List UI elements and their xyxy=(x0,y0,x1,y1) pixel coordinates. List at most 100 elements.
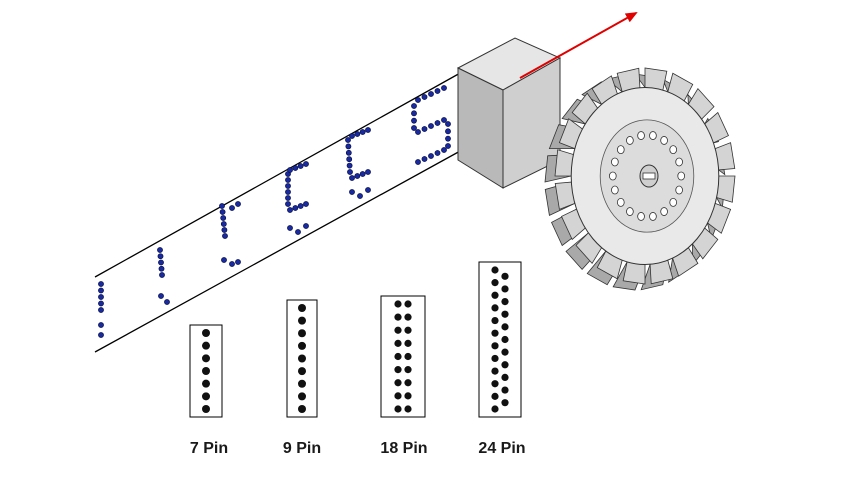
printed-dot xyxy=(219,203,225,209)
printed-dot xyxy=(421,94,428,100)
pin-dot xyxy=(202,341,210,350)
pin-dot xyxy=(298,316,306,325)
pin-dot xyxy=(491,405,499,413)
printed-dot xyxy=(98,300,104,307)
printed-dot xyxy=(349,133,355,139)
pin-dot xyxy=(404,379,412,387)
printed-dot xyxy=(157,253,164,260)
pin-dot xyxy=(501,399,509,407)
printed-dot xyxy=(411,110,417,117)
pin-dot xyxy=(394,313,402,321)
printed-dot xyxy=(229,205,235,211)
wheel-hole xyxy=(617,145,625,155)
pin-dot xyxy=(501,285,509,293)
pin-head-frame xyxy=(380,295,426,418)
pin-dot xyxy=(394,379,402,387)
printed-dot xyxy=(347,169,353,175)
printed-dot xyxy=(349,175,355,181)
printed-dot xyxy=(441,117,447,123)
printed-dot xyxy=(434,88,441,94)
printed-dot xyxy=(345,149,352,156)
printed-dot xyxy=(287,207,293,213)
printed-dot xyxy=(303,161,309,167)
pin-dot xyxy=(298,329,306,338)
printed-dot xyxy=(411,103,417,109)
pin-label-24: 24 Pin xyxy=(478,440,526,457)
printed-dot xyxy=(411,117,417,124)
pin-dot xyxy=(298,405,306,413)
printed-dot xyxy=(235,259,241,265)
printed-dot xyxy=(445,121,451,127)
printed-dot xyxy=(415,159,421,165)
printed-dot xyxy=(345,143,352,150)
printed-dot xyxy=(445,128,451,135)
printed-dot xyxy=(345,137,351,143)
printed-dot xyxy=(445,143,451,149)
printed-dot xyxy=(295,229,301,235)
printed-dot xyxy=(365,187,371,193)
printed-dot xyxy=(98,294,104,300)
printed-dot xyxy=(219,209,226,215)
pin-dot xyxy=(202,367,210,375)
pin-dot xyxy=(394,339,402,347)
printed-dot xyxy=(285,177,291,183)
wheel-axle-slot xyxy=(642,172,656,180)
printed-dot xyxy=(303,223,309,229)
pin-head-frame xyxy=(478,261,522,418)
printed-dot xyxy=(158,293,164,299)
pin-dot xyxy=(501,310,509,318)
wheel-hole xyxy=(626,136,634,145)
pin-dot xyxy=(394,352,402,361)
pin-dot xyxy=(404,405,412,413)
wheel-hole xyxy=(611,185,619,195)
printed-dot xyxy=(221,227,228,233)
wheel-hole xyxy=(637,131,645,140)
pin-dot xyxy=(501,373,509,382)
printed-dot xyxy=(441,85,447,91)
paper-strip xyxy=(94,71,463,353)
printed-dot xyxy=(98,281,104,287)
printed-dot xyxy=(164,299,170,305)
pin-dot xyxy=(491,392,499,400)
pin-label-7: 7 Pin xyxy=(189,440,229,457)
pin-dot xyxy=(404,326,412,334)
printed-dot xyxy=(365,169,371,175)
printed-dot xyxy=(365,127,371,133)
wheel-hole xyxy=(669,197,677,207)
pin-dot xyxy=(501,386,509,394)
wheel-hole xyxy=(675,157,683,167)
printed-dot xyxy=(98,332,104,338)
pin-dot xyxy=(298,354,306,363)
pin-label-18: 18 Pin xyxy=(380,440,428,457)
printed-dot xyxy=(445,135,451,142)
pin-dot xyxy=(202,392,210,401)
pin-dot xyxy=(202,379,210,388)
printed-dot xyxy=(285,183,291,189)
printed-dot xyxy=(285,201,291,207)
pin-dot xyxy=(298,367,306,376)
printed-characters xyxy=(98,85,451,338)
pin-dot xyxy=(202,329,210,337)
pin-dot xyxy=(491,342,499,350)
pin-dot xyxy=(491,279,499,287)
pin-dot xyxy=(404,300,412,308)
printed-dot xyxy=(285,189,291,195)
printed-dot xyxy=(220,221,227,227)
printed-dot xyxy=(158,259,164,266)
printed-dot xyxy=(354,131,361,137)
printed-dot xyxy=(415,97,421,103)
printed-dot xyxy=(303,201,309,207)
pin-dot xyxy=(404,392,412,400)
pin-label-9: 9 Pin xyxy=(282,440,322,457)
printed-dot xyxy=(434,120,441,126)
wheel-hole xyxy=(626,207,634,216)
printed-dot xyxy=(235,201,241,207)
pin-dot xyxy=(491,367,499,375)
pin-dot xyxy=(501,297,509,306)
pin-dot xyxy=(298,304,306,312)
pin-dot xyxy=(404,339,412,347)
printed-dot xyxy=(292,205,299,211)
wheel-tooth xyxy=(716,175,736,203)
pin-head-7 xyxy=(189,324,223,418)
